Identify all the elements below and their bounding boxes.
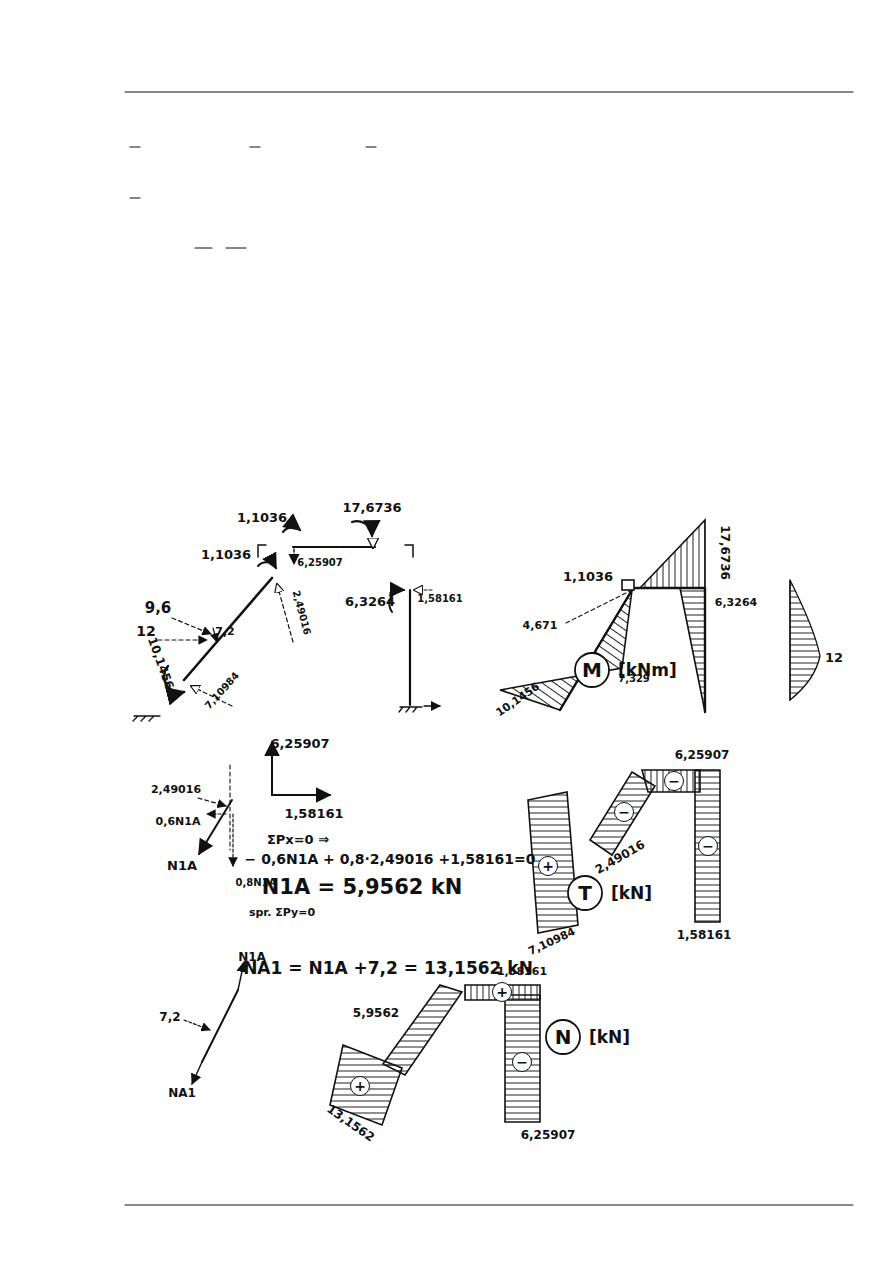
value-label: 6,3264 [715,597,757,609]
value-label: 7,2 [159,1011,180,1024]
sign-symbol: − [512,1052,532,1072]
value-label: N1A [238,951,266,964]
diagram-symbol: M [kNm] [572,650,677,690]
value-label: 1,1036 [563,570,613,584]
diagram-letter: T [565,873,605,913]
value-label: − 0,6N1A + 0,8·2,49016 +1,58161=0 [245,852,536,867]
value-label: 6,25907 [270,737,329,751]
value-label: 6,25907 [297,557,343,568]
unit-label: [kNm] [618,660,677,680]
value-label: 1,58161 [677,929,732,942]
value-label: 1,58161 [417,593,463,604]
value-label: 1,58161 [284,807,343,821]
unit-label: [kN] [611,883,652,903]
diagram-symbol: T [kN] [565,873,652,913]
unit-label: [kN] [589,1027,630,1047]
value-label: 7,10984 [203,669,242,710]
value-label: 2,49016 [151,784,201,796]
sign-symbol: − [698,836,718,856]
value-label: 2,49016 [291,589,313,636]
sign-symbol: + [350,1076,370,1096]
value-label: 10,1456 [144,636,175,692]
value-label: NA1 = N1A +7,2 = 13,1562 kN [243,959,533,978]
value-label: 1,1036 [237,511,287,525]
value-label: 17,6736 [717,526,730,581]
sign-symbol: − [614,802,634,822]
sign-symbol: − [664,771,684,791]
value-label: ΣPx=0 ⇒ [267,833,329,847]
value-label: N1A [167,859,197,873]
diagram-letter: N [543,1017,583,1057]
value-label: 1,1036 [201,548,251,562]
value-label: 12 [825,651,843,665]
value-label: NA1 [168,1087,196,1100]
sign-symbol: + [492,982,512,1002]
value-label: N1A = 5,9562 kN [262,876,463,899]
value-label: 1,58161 [497,966,547,978]
sign-symbol: + [538,856,558,876]
value-label: 0,6N1A [156,816,201,828]
value-label: spr. ΣPy=0 [249,907,315,919]
value-label: 9,6 [145,600,172,617]
value-label: 5,9562 [353,1007,399,1020]
diagram-letter: M [572,650,612,690]
value-label: 17,6736 [342,501,401,515]
value-label: 6,3264 [345,595,395,609]
value-label: 4,671 [523,620,558,632]
diagram-symbol: N [kN] [543,1017,630,1057]
value-label: 6,25907 [675,749,730,762]
value-label: 6,25907 [521,1129,576,1142]
value-label: 7,2 [215,626,235,638]
